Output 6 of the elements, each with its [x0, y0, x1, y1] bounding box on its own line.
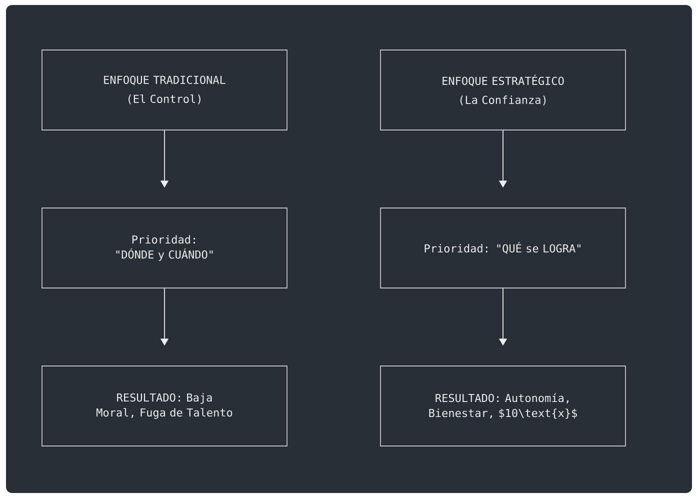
process-box: ENFOQUE TRADICIONAL (El Control): [42, 50, 288, 130]
process-box: ENFOQUE ESTRATÉGICO (La Confianza): [380, 50, 626, 130]
process-box: Prioridad: "DÓNDE y CUÁNDO": [42, 208, 288, 288]
process-box: RESULTADO: Baja Moral, Fuga de Talento: [42, 366, 288, 446]
process-box: RESULTADO: Autonomía, Bienestar, $10\text{x}$: [380, 366, 626, 446]
process-box: Prioridad: "QUÉ se LOGRA": [380, 208, 626, 288]
